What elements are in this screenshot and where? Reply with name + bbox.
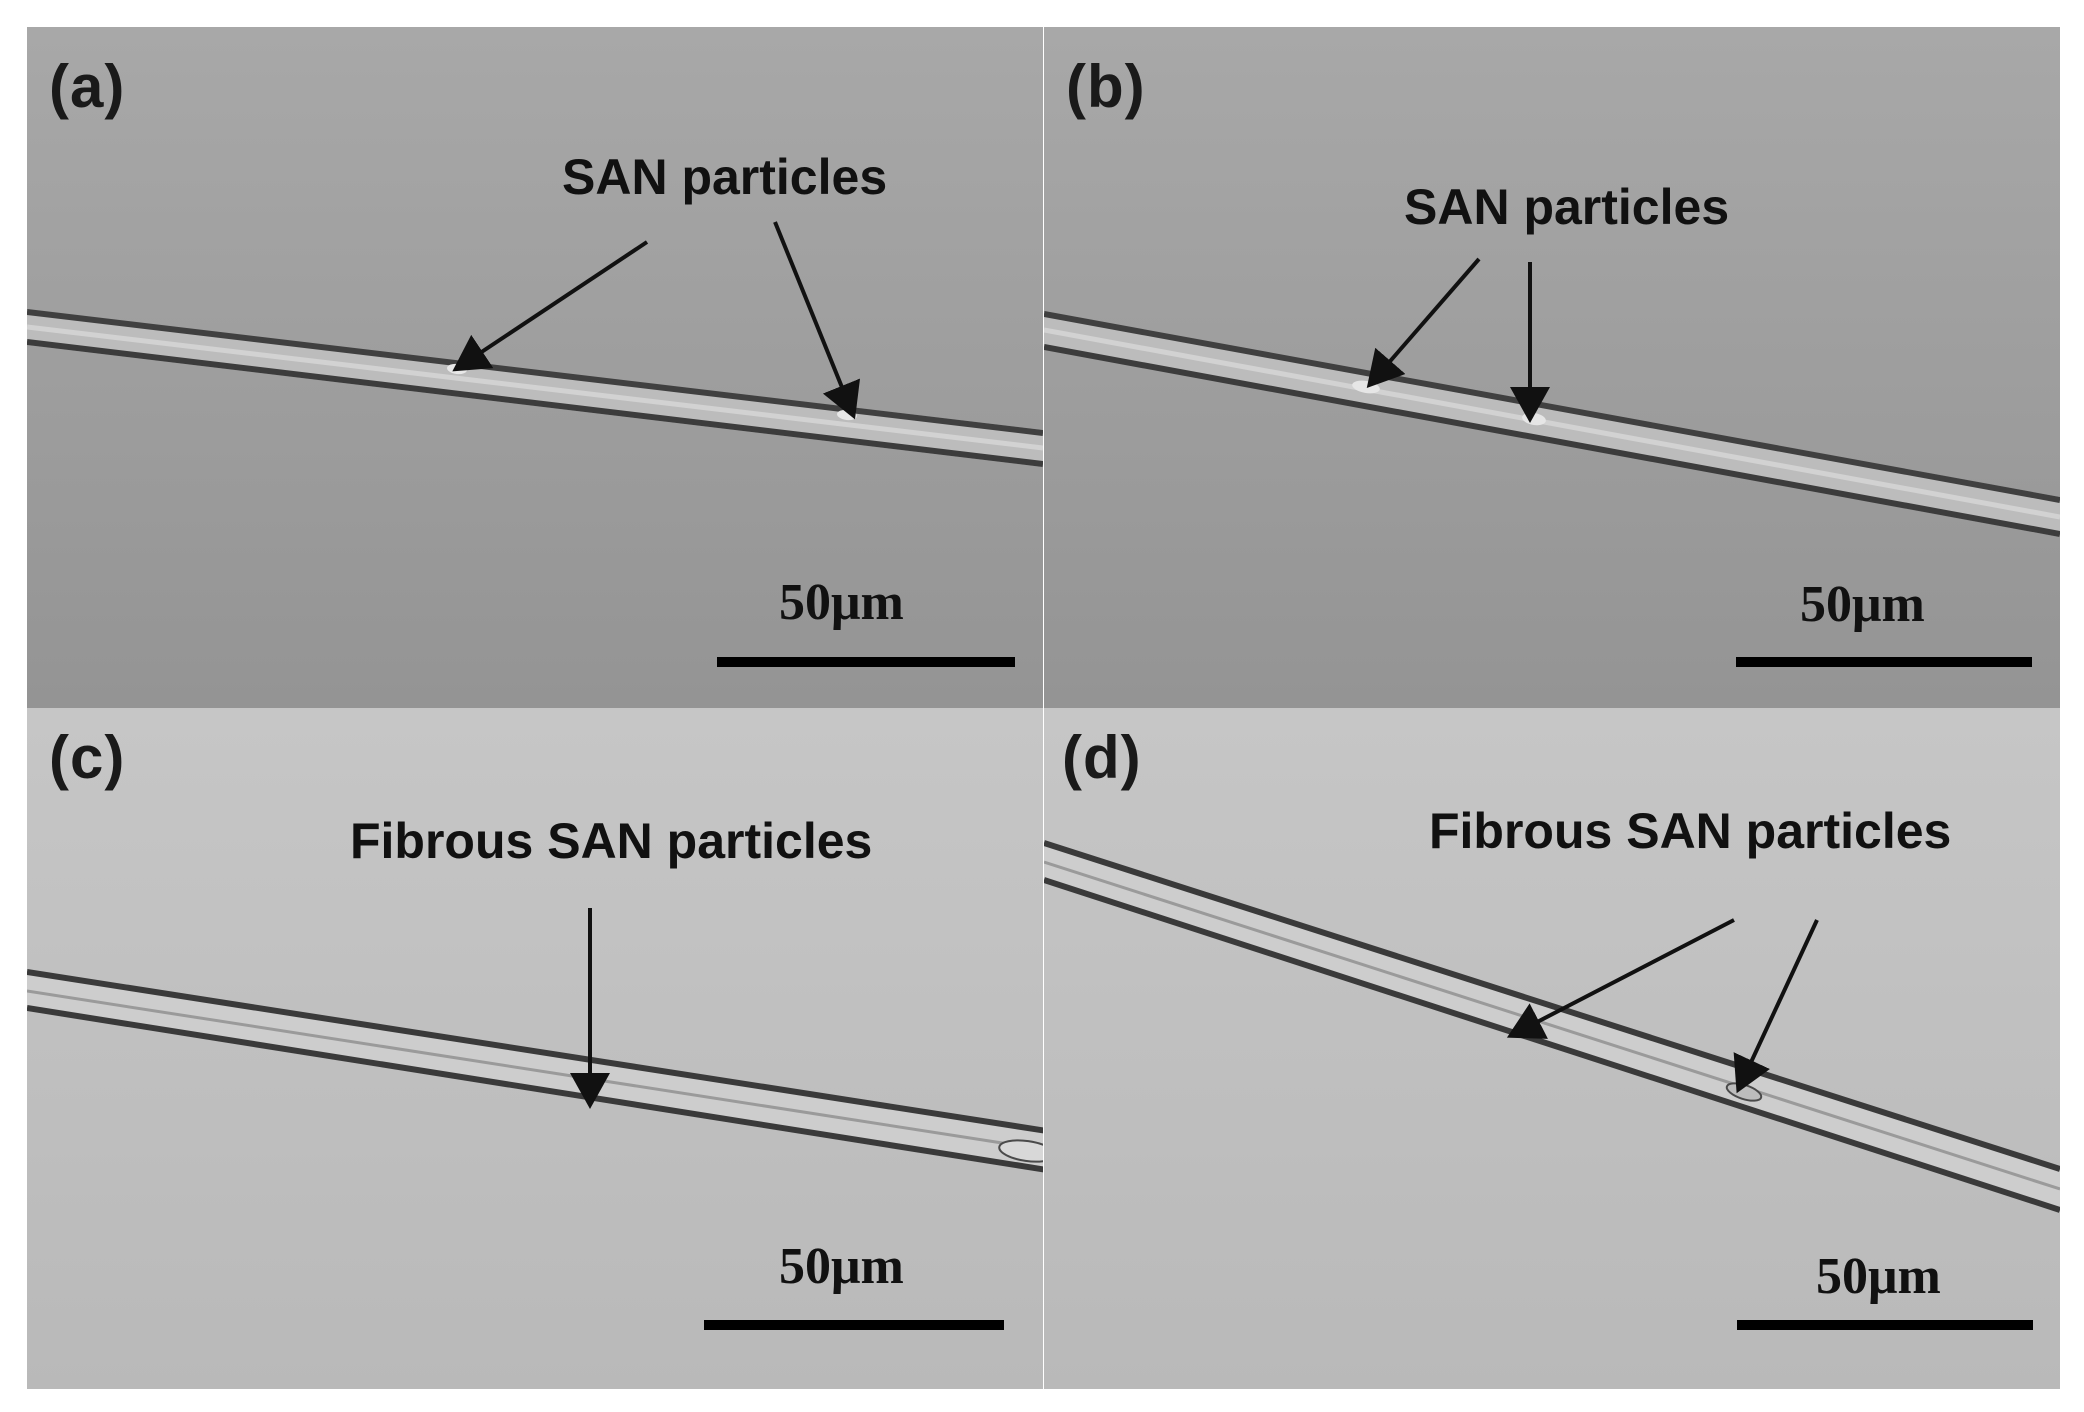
panel-label: (a) (49, 53, 126, 120)
panel-label: (b) (1066, 53, 1146, 120)
scale-bar (1737, 1320, 2033, 1330)
panel-c-micrograph (27, 708, 1043, 1389)
scale-bar (717, 657, 1015, 667)
scale-bar-label: 50μm (779, 574, 904, 631)
scale-bar (704, 1320, 1004, 1330)
annotation-label: SAN particles (1404, 179, 1730, 235)
annotation-label: SAN particles (562, 149, 888, 205)
panel-c: (c) Fibrous SAN particles 50μm (27, 708, 1043, 1389)
micrograph-figure: (a) SAN particles 50μm (b) SAN particles… (27, 27, 2060, 1389)
panel-b: (b) SAN particles 50μm (1044, 27, 2060, 708)
scale-bar (1736, 657, 2032, 667)
panel-label: (d) (1062, 724, 1142, 791)
annotation-label: Fibrous SAN particles (1429, 803, 1952, 859)
scale-bar-label: 50μm (1800, 576, 1925, 633)
panel-d-micrograph (1044, 708, 2060, 1389)
panel-a: (a) SAN particles 50μm (27, 27, 1043, 708)
panel-d: (d) Fibrous SAN particles 50μm (1044, 708, 2060, 1389)
panel-a-micrograph (27, 27, 1043, 708)
scale-bar-label: 50μm (779, 1238, 904, 1295)
panel-label: (c) (49, 724, 126, 791)
scale-bar-label: 50μm (1816, 1248, 1941, 1305)
panel-b-micrograph (1044, 27, 2060, 708)
annotation-label: Fibrous SAN particles (350, 813, 873, 869)
